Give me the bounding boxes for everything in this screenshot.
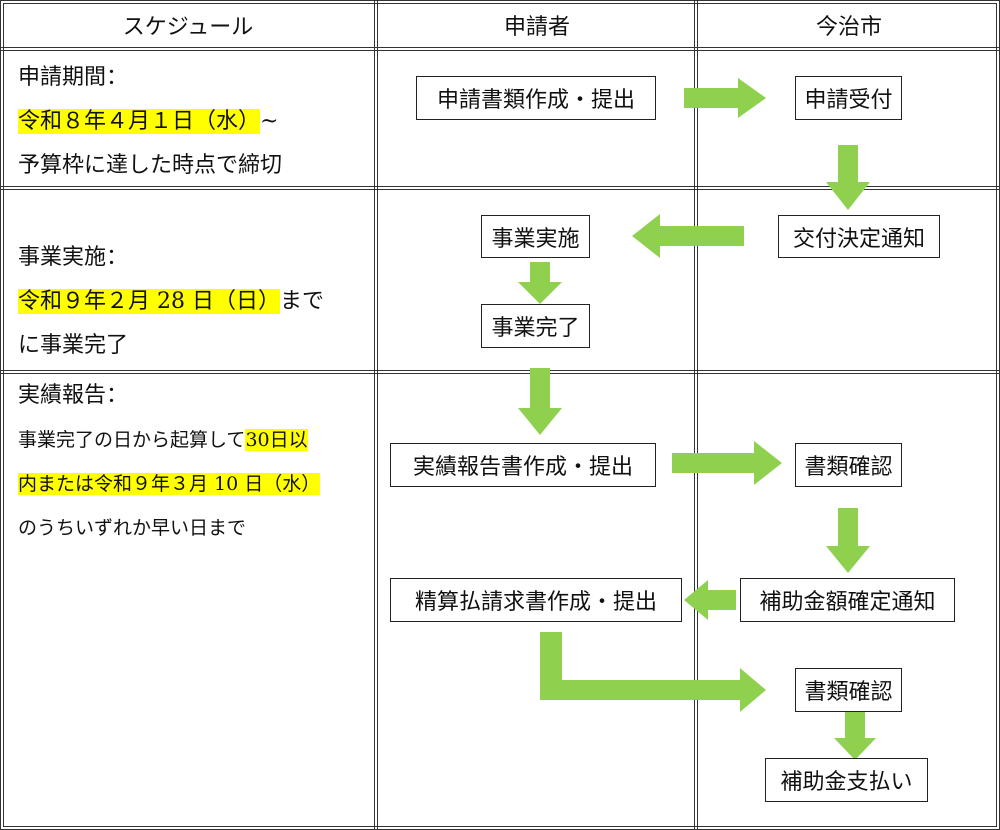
arrow-down-icon	[826, 145, 870, 210]
report-deadline-part: 30日以	[245, 429, 308, 451]
report-note: のうちいずれか早い日まで	[18, 517, 247, 539]
application-start-date: 令和８年４月１日（水）	[18, 109, 261, 134]
schedule-implementation: 事業実施： 令和９年２月 28 日（日）まで に事業完了	[18, 236, 324, 368]
arrow-down-icon	[518, 368, 562, 435]
step-grant-notice: 交付決定通知	[778, 215, 940, 258]
implementation-title: 事業実施：	[18, 245, 129, 270]
implementation-deadline: 令和９年２月 28 日（日）	[18, 289, 280, 314]
tilde: ~	[260, 109, 279, 134]
arrow-left-icon	[684, 580, 736, 620]
application-note: 予算枠に達した時点で締切	[18, 153, 283, 178]
schedule-report: 実績報告： 事業完了の日から起算して30日以 内または令和９年３月 10 日（水…	[18, 374, 321, 550]
step-amount-notice: 補助金額確定通知	[740, 578, 955, 622]
implementation-suffix: まで	[279, 289, 324, 314]
row-divider	[0, 186, 1000, 190]
header-city: 今治市	[815, 15, 882, 40]
arrow-l-shape-icon	[540, 632, 766, 712]
step-check-1: 書類確認	[795, 443, 902, 487]
arrow-down-icon	[834, 712, 876, 760]
step-implement: 事業実施	[481, 215, 590, 258]
report-title: 実績報告：	[18, 383, 129, 408]
arrow-right-icon	[672, 441, 782, 485]
step-payment: 補助金支払い	[765, 758, 928, 802]
header-schedule: スケジュール	[122, 15, 254, 40]
arrow-down-icon	[518, 262, 562, 304]
step-claim-docs: 精算払請求書作成・提出	[390, 578, 682, 622]
step-apply-docs: 申請書類作成・提出	[416, 76, 656, 120]
implementation-note: に事業完了	[18, 333, 129, 358]
arrow-down-icon	[826, 508, 870, 573]
step-check-2: 書類確認	[795, 668, 902, 712]
application-title: 申請期間：	[18, 65, 129, 90]
arrow-right-icon	[684, 78, 766, 118]
column-divider	[374, 0, 378, 830]
arrow-left-icon	[632, 214, 744, 258]
column-divider	[694, 0, 698, 830]
row-divider	[0, 370, 1000, 374]
schedule-application: 申請期間： 令和８年４月１日（水）~ 予算枠に達した時点で締切	[18, 56, 282, 188]
header-applicant: 申請者	[503, 15, 570, 40]
step-receive: 申請受付	[795, 76, 902, 120]
step-report-docs: 実績報告書作成・提出	[390, 443, 656, 487]
report-text: 事業完了の日から起算して	[18, 429, 246, 451]
row-divider	[0, 47, 1000, 51]
step-complete: 事業完了	[481, 304, 590, 348]
report-deadline-date: 内または令和９年３月 10 日（水）	[18, 473, 321, 495]
